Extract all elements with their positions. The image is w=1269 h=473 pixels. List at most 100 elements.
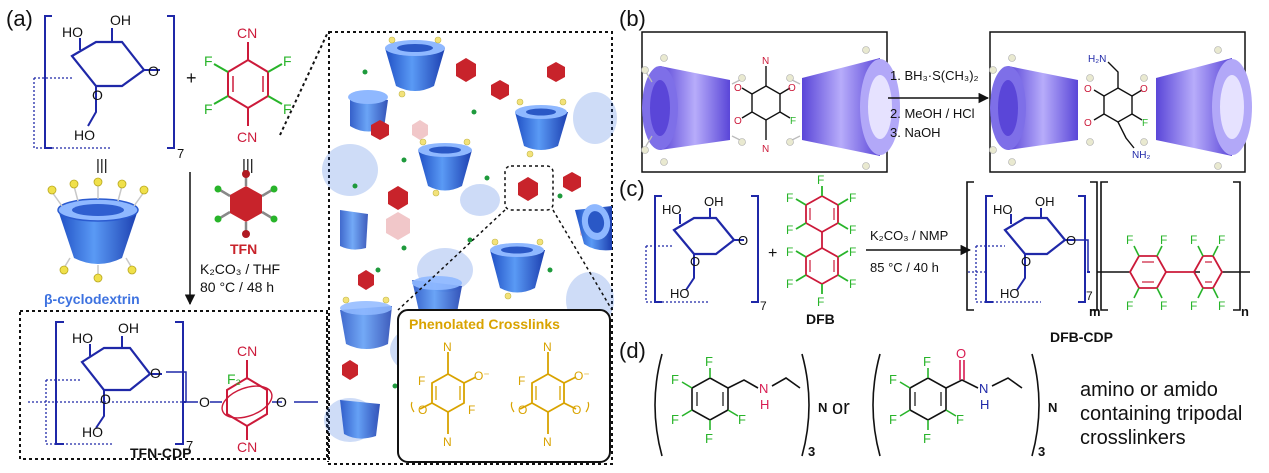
- panel-d-paren-left-1: [654, 353, 663, 457]
- inset-molecule-right: [510, 352, 590, 434]
- dfb-cdp-rings: [1128, 255, 1224, 289]
- zoom-line-1: [279, 31, 329, 136]
- dfb-f-bonds: [795, 186, 849, 294]
- panel-d-sub-1: 3: [808, 444, 815, 459]
- inset-left-o: O: [418, 403, 427, 417]
- panel-d-paren-right-2: [1031, 353, 1040, 457]
- panel-b-left-o-1: O: [734, 83, 742, 94]
- panel-b-right-linker: [1093, 61, 1143, 149]
- tfn-cn-bottom: CN: [237, 129, 257, 145]
- panel-c-hydroxyl-3: HO: [670, 286, 690, 301]
- dfb-f-6: F: [786, 245, 793, 259]
- inset-right-n-bottom: N: [543, 435, 552, 449]
- dfb-f-5: F: [849, 223, 856, 237]
- dfb-cdp-hydroxyl-3: HO: [1000, 286, 1020, 301]
- dfb-cdp-m: m: [1089, 304, 1101, 319]
- dfb-cdp-f-7: F: [1190, 299, 1197, 313]
- conditions-b-3: 3. NaOH: [890, 125, 941, 140]
- crosslink-highlight-box: [504, 165, 554, 211]
- dfb-f-4: F: [786, 223, 793, 237]
- dfb-cdp-f-4: F: [1218, 233, 1225, 247]
- panel-d-f-bonds-2: [899, 368, 957, 430]
- panel-b-right-o-1: O: [1084, 84, 1092, 95]
- panel-b-right-f: F: [1142, 118, 1148, 129]
- panel-c-hydroxyl-1: HO: [662, 202, 682, 217]
- dfb-cdp-f-2: F: [1160, 233, 1167, 247]
- tfn-cdp-hydroxyl-1: HO: [72, 330, 93, 346]
- panel-b-left-n-top: N: [762, 56, 769, 67]
- tfn-cdp-hydroxyl-3: HO: [82, 424, 103, 440]
- panel-d-f2-5: F: [956, 412, 964, 427]
- tfn-cdp-ring: [221, 360, 273, 440]
- cd-ring-oxygen: O: [92, 87, 103, 103]
- tfn-cdp-dotted-bonds: [28, 379, 183, 445]
- tfn-cdp-name: TFN-CDP: [130, 445, 191, 461]
- dfb-cdp-hydroxyl-1: HO: [993, 202, 1013, 217]
- dfb-cdp-dotted: [968, 245, 1041, 303]
- panel-c-hydroxyl-2: OH: [704, 194, 724, 209]
- inset-left-n-bottom: N: [443, 435, 452, 449]
- inset-left-n-top: N: [443, 340, 452, 354]
- panel-b-right-o-3: O: [1084, 118, 1092, 129]
- panel-d-paren-left-2: [872, 353, 881, 457]
- tfn-cdp-repeat: 7: [186, 438, 193, 453]
- inset-molecule-left: [410, 352, 477, 434]
- dfb-f-1: F: [817, 173, 824, 187]
- inset-right-o-minus: O⁻: [574, 369, 590, 383]
- panel-b-left-o-3: O: [734, 116, 742, 127]
- panel-d-carbonyl-bond: [959, 360, 965, 380]
- dfb-cdp-f-3: F: [1190, 233, 1197, 247]
- dfb-name: DFB: [806, 311, 835, 327]
- panel-d-f1-5: F: [738, 412, 746, 427]
- panel-d-f1-3: F: [671, 412, 679, 427]
- plus-sign-a: +: [186, 68, 197, 88]
- tfn-structure: [227, 42, 269, 126]
- cd-monomer-dotted-box: [33, 77, 110, 149]
- dfb-f-9: F: [849, 277, 856, 291]
- panel-d-core-n-1: N: [818, 400, 827, 415]
- panel-d-f1-4: F: [705, 431, 713, 446]
- dfb-cdp-f-8: F: [1218, 299, 1225, 313]
- panel-c-label: (c): [619, 176, 645, 201]
- panel-d-amide-n: N: [979, 381, 988, 396]
- cd-hydroxyl-2: OH: [110, 12, 131, 28]
- tfn-f-1: F: [204, 53, 213, 69]
- dfb-f-7: F: [849, 245, 856, 259]
- tfn-cdp-box: [19, 310, 328, 460]
- tfn-cdp-cd-link: [166, 371, 187, 402]
- conditions-a-2: 80 °C / 48 h: [200, 279, 274, 295]
- inset-left-f-1: F: [418, 374, 425, 388]
- inset-right-f: F: [518, 374, 525, 388]
- tfn-cdp-o-right: O: [276, 394, 287, 410]
- inset-title: Phenolated Crosslinks: [409, 316, 560, 332]
- panel-b-right-cones: [989, 46, 1252, 170]
- dfb-cdp-f-5: F: [1126, 299, 1133, 313]
- panel-b-left-n-bottom: N: [762, 144, 769, 155]
- panel-d-caption-1: amino or amido: [1080, 379, 1218, 401]
- tfn-cdp-hydroxyl-2: OH: [118, 320, 139, 336]
- dfb-structure: [805, 194, 839, 286]
- conditions-c-1: K₂CO₃ / NMP: [870, 228, 948, 243]
- dfb-f-10: F: [817, 295, 824, 309]
- panel-d-amine-n: N: [759, 381, 768, 396]
- panel-d-label: (d): [619, 338, 646, 363]
- panel-c-bridge-o: O: [738, 233, 748, 248]
- conditions-b-2: 2. MeOH / HCl: [890, 106, 975, 121]
- tfn-name: TFN: [230, 241, 257, 257]
- highlight-line-2: [552, 209, 613, 311]
- panel-b-left-f: F: [790, 116, 796, 127]
- dfb-f-8: F: [786, 277, 793, 291]
- panel-c-dotted: [645, 245, 710, 303]
- panel-d-f-bonds-1: [681, 368, 739, 430]
- tfn-f-3: F: [204, 101, 213, 117]
- cyclodextrin-name: β-cyclodextrin: [44, 291, 140, 307]
- panel-d-f2-3: F: [889, 412, 897, 427]
- conditions-c-2: 85 °C / 40 h: [870, 260, 939, 275]
- inset-right-o-left: O: [518, 403, 527, 417]
- inset-left-f-2: F: [468, 403, 475, 417]
- dfb-f-2: F: [786, 191, 793, 205]
- dfb-cdp-link: [1075, 239, 1089, 272]
- dfb-cdp-f-1: F: [1126, 233, 1133, 247]
- panel-b-right-o-2: O: [1140, 84, 1148, 95]
